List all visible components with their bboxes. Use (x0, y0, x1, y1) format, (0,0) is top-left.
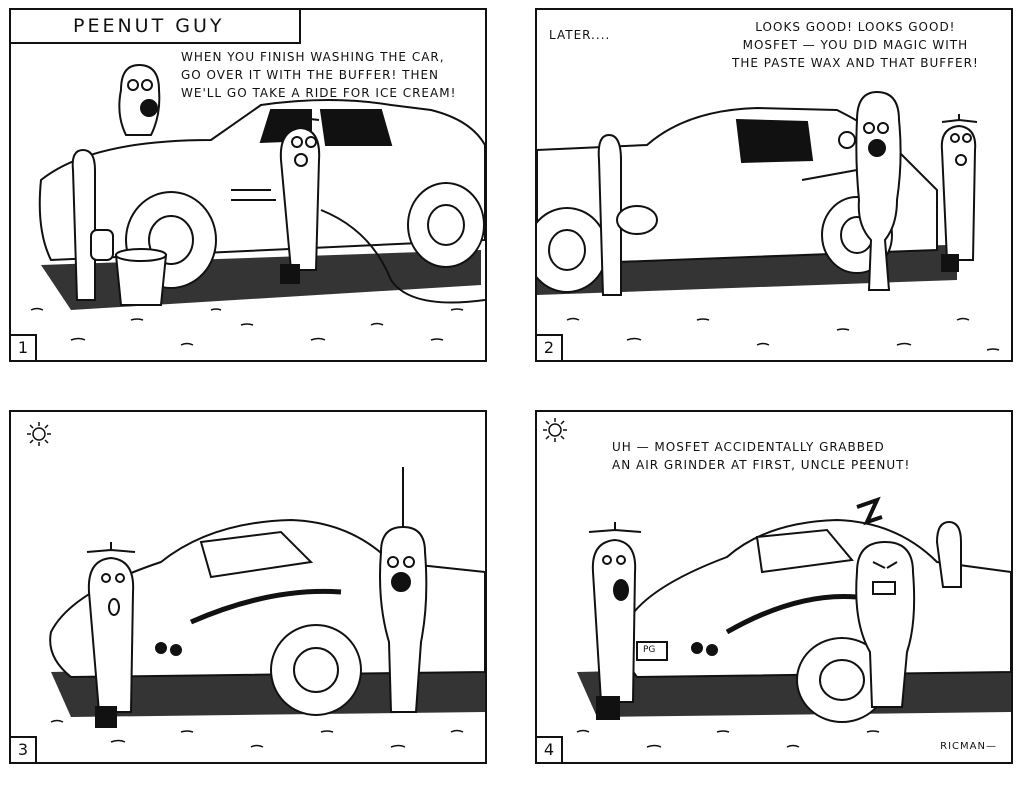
panel-number: 3 (11, 736, 37, 762)
peanut-character-mosfet (588, 522, 642, 720)
sports-car (622, 518, 1011, 723)
speech-line: MOSFET — YOU DID MAGIC WITH (742, 38, 969, 52)
peanut-character-uncle-angry (855, 496, 916, 708)
peanut-character-uncle (801, 90, 902, 291)
ground-texture (566, 317, 1000, 351)
panel-number: 4 (537, 736, 563, 762)
speech-line: GO OVER IT WITH THE BUFFER! THEN (181, 68, 440, 82)
artist-signature: RICMAN— (940, 741, 997, 752)
wash-bucket (114, 248, 168, 306)
sausage-character (935, 520, 962, 588)
ground-texture (576, 729, 880, 748)
speech-line: WHEN YOU FINISH WASHING THE CAR, (181, 50, 445, 64)
caption-later: LATER.... (549, 28, 611, 42)
peanut-character-mosfet (279, 110, 485, 304)
sun-icon (27, 422, 51, 446)
comic-panel-2: LATER.... LOOKS GOOD! LOOKS GOOD! MOSFET… (535, 8, 1013, 362)
speech-line: WE'LL GO TAKE A RIDE FOR ICE CREAM! (181, 86, 457, 100)
sports-car (49, 518, 485, 716)
speech-text-panel-4: UH — MOSFET ACCIDENTALLY GRABBED AN AIR … (612, 438, 910, 474)
speech-line: AN AIR GRINDER AT FIRST, UNCLE PEENUT! (612, 458, 911, 472)
comic-panel-3: 3 (9, 410, 487, 764)
sausage-character (71, 148, 114, 301)
speech-line: UH — MOSFET ACCIDENTALLY GRABBED (612, 440, 885, 454)
peanut-character-uncle (118, 63, 161, 136)
panel-4-artwork (543, 418, 1011, 748)
speech-line: LOOKS GOOD! LOOKS GOOD! (755, 20, 956, 34)
comic-panel-4: UH — MOSFET ACCIDENTALLY GRABBED AN AIR … (535, 410, 1013, 764)
comic-title: PEENUT GUY (11, 10, 301, 44)
panel-number: 2 (537, 334, 563, 360)
license-plate-text: PG (643, 645, 656, 655)
speech-text-panel-1: WHEN YOU FINISH WASHING THE CAR, GO OVER… (181, 48, 456, 102)
sun-icon (543, 418, 567, 442)
speech-text-panel-2: LOOKS GOOD! LOOKS GOOD! MOSFET — YOU DID… (732, 18, 979, 72)
peanut-character-uncle (379, 467, 428, 713)
comic-panel-1: PEENUT GUY WHEN YOU FINISH WASHING THE C… (9, 8, 487, 362)
peanut-character-mosfet (940, 114, 978, 272)
ground-texture (50, 719, 464, 748)
peanut-character-mosfet (86, 542, 136, 728)
sausage-character (597, 133, 658, 296)
panel-2-artwork (537, 90, 1000, 351)
panel-number: 1 (11, 334, 37, 360)
panel-3-artwork (27, 422, 485, 748)
panel-1-artwork (30, 63, 485, 346)
speech-line: THE PASTE WAX AND THAT BUFFER! (732, 56, 979, 70)
